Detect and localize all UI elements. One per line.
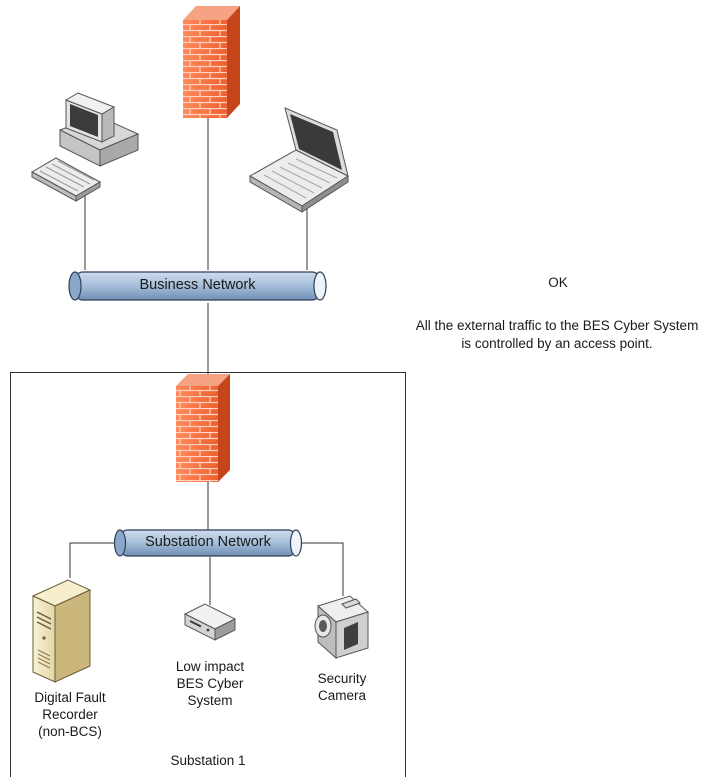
status-explanation: All the external traffic to the BES Cybe… — [415, 318, 699, 351]
substation-network-pipe — [113, 529, 303, 557]
status-ok: OK — [548, 275, 568, 290]
substation-network-label: Substation Network — [145, 534, 271, 550]
business-network-pipe — [68, 271, 327, 301]
firewall-icon — [183, 6, 240, 118]
connection-lines — [69, 100, 344, 605]
video-camera-icon — [314, 595, 369, 660]
server-icon — [31, 579, 92, 683]
business-network-label: Business Network — [139, 277, 256, 293]
desktop-computer-icon — [30, 92, 140, 202]
network-device-icon — [183, 603, 237, 641]
substation-label: Substation 1 — [170, 753, 246, 768]
substation-boundary — [10, 372, 406, 777]
firewall-icon — [176, 374, 230, 482]
laptop-icon — [248, 107, 350, 213]
low-impact-label: Low impact BES Cyber System — [175, 659, 245, 708]
dfr-label: Digital Fault Recorder (non-BCS) — [34, 690, 106, 739]
camera-label: Security Camera — [317, 671, 367, 703]
